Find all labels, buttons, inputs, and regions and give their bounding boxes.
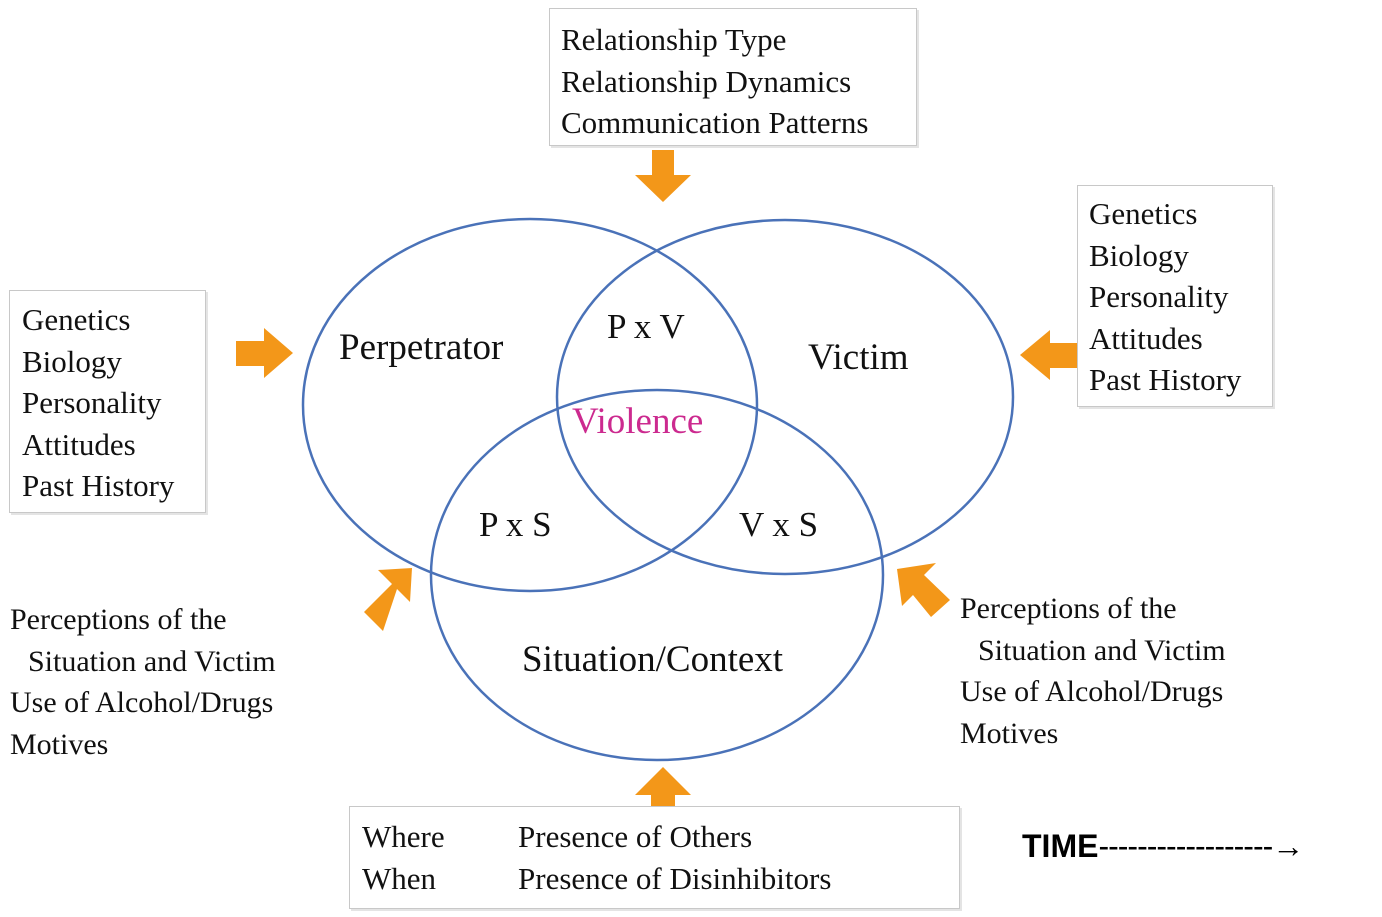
left-alcohol-drugs: Use of Alcohol/Drugs <box>10 686 274 719</box>
perpetrator-situation-factors: Perceptions of the Situation and Victim … <box>10 599 276 765</box>
left-motives: Motives <box>10 727 109 761</box>
time-label: TIME <box>1022 828 1099 864</box>
left-biology: Biology <box>22 343 122 379</box>
right-attitudes: Attitudes <box>1089 320 1203 356</box>
pv-label: P x V <box>607 307 685 346</box>
right-perceptions: Perceptions of the <box>960 592 1177 625</box>
right-biology: Biology <box>1089 237 1189 273</box>
when-label: When <box>362 860 437 896</box>
arrow-up-right-icon <box>364 568 412 631</box>
vs-label: V x S <box>739 505 819 544</box>
arrow-down-icon <box>635 150 691 202</box>
situation-factors-box: Where When Presence of Others Presence o… <box>349 806 960 909</box>
time-dashes: ------------------ <box>1098 828 1273 864</box>
situation-circle <box>429 388 885 762</box>
situation-label: Situation/Context <box>522 639 784 680</box>
left-personality: Personality <box>22 385 162 420</box>
right-personality: Personality <box>1089 279 1229 314</box>
right-motives: Motives <box>960 716 1059 750</box>
right-situation-victim: Situation and Victim <box>978 633 1226 667</box>
communication-patterns: Communication Patterns <box>561 105 869 140</box>
victim-label: Victim <box>808 337 909 378</box>
long-arrow-right-icon: → <box>1272 828 1305 864</box>
relationship-dynamics: Relationship Dynamics <box>561 63 852 99</box>
violence-label: Violence <box>572 401 704 442</box>
perpetrator-circle <box>301 217 759 593</box>
right-genetics: Genetics <box>1089 196 1198 231</box>
arrow-up-left-icon <box>897 563 950 617</box>
presence-of-others: Presence of Others <box>518 819 753 854</box>
presence-of-disinhibitors: Presence of Disinhibitors <box>518 860 832 896</box>
where-label: Where <box>362 819 445 854</box>
left-attitudes: Attitudes <box>22 426 136 462</box>
relationship-type: Relationship Type <box>561 22 787 57</box>
right-past-history: Past History <box>1089 362 1242 397</box>
relationship-factors-box: Relationship Type Relationship Dynamics … <box>549 8 917 146</box>
left-past-history: Past History <box>22 468 175 503</box>
left-genetics: Genetics <box>22 302 131 337</box>
time-axis: TIME------------------→ <box>1022 828 1304 865</box>
victim-circle <box>555 218 1015 576</box>
left-situation-victim: Situation and Victim <box>28 644 276 678</box>
right-alcohol-drugs: Use of Alcohol/Drugs <box>960 675 1224 708</box>
perpetrator-factors-box: Genetics Biology Personality Attitudes P… <box>9 290 206 513</box>
arrow-right-icon <box>236 328 293 378</box>
arrow-left-icon <box>1020 330 1082 380</box>
victim-factors-box: Genetics Biology Personality Attitudes P… <box>1077 185 1273 407</box>
perpetrator-label: Perpetrator <box>339 327 504 368</box>
victim-situation-factors: Perceptions of the Situation and Victim … <box>960 588 1226 754</box>
left-perceptions: Perceptions of the <box>10 603 227 636</box>
ps-label: P x S <box>479 505 552 544</box>
